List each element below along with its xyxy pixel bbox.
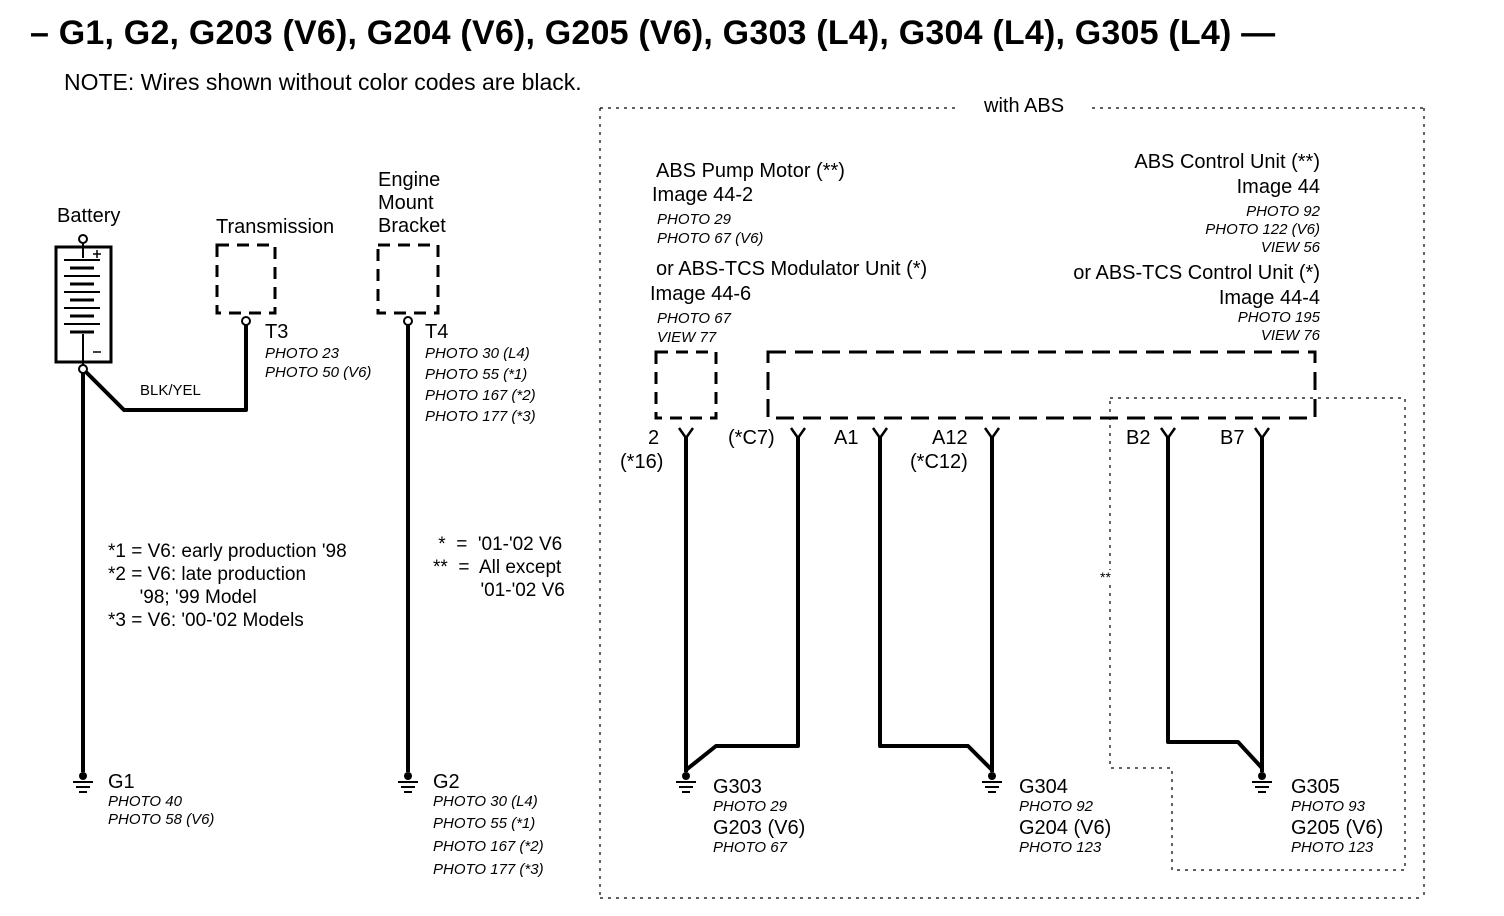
with-abs-label: with ABS	[980, 96, 1069, 116]
g2-photo: PHOTO 55 (*1)	[433, 815, 536, 832]
g2-photo: PHOTO 167 (*2)	[433, 838, 544, 855]
pin-c7-label: (*C7)	[728, 427, 775, 449]
tcs-control-photo: PHOTO 195	[1237, 309, 1320, 326]
abs-control-unit-image: Image 44	[1236, 176, 1320, 198]
engine-mount-label-line1: Engine	[378, 169, 441, 191]
g305-photo: PHOTO 93	[1291, 798, 1365, 815]
g204-photo: PHOTO 123	[1019, 839, 1102, 856]
color-note: NOTE: Wires shown without color codes ar…	[64, 69, 582, 95]
t3-label: T3	[265, 321, 289, 343]
pin-2-alt-label: (*16)	[620, 451, 664, 473]
t4-photo: PHOTO 55 (*1)	[425, 366, 528, 383]
ground-icon	[398, 772, 418, 793]
g1-photo: PHOTO 40	[108, 793, 182, 810]
battery-label: Battery	[57, 205, 121, 227]
transmission-box	[215, 243, 277, 326]
battery-symbol	[54, 234, 113, 374]
footnotes-mid: * = '01-'02 V6 ** = All except '01-'02 V…	[433, 534, 565, 601]
transmission-label: Transmission	[216, 216, 335, 238]
ground-icon	[1252, 772, 1272, 793]
t4-photo: PHOTO 167 (*2)	[425, 387, 536, 404]
abs-pump-motor-image: Image 44-2	[652, 184, 754, 206]
g303-label: G303	[713, 776, 762, 798]
g2-photo: PHOTO 177 (*3)	[433, 861, 544, 878]
abs-control-unit-label: ABS Control Unit (**)	[1134, 151, 1320, 173]
connector-terminals	[677, 427, 1271, 441]
with-abs-region	[599, 107, 1425, 899]
wire-color-label: BLK/YEL	[140, 382, 201, 399]
abs-pump-motor-box	[654, 350, 718, 420]
g303-photo: PHOTO 29	[713, 798, 787, 815]
g203-photo: PHOTO 67	[713, 839, 787, 856]
control-unit-photo: PHOTO 92	[1246, 203, 1320, 220]
abs-pump-photo: PHOTO 67 (V6)	[657, 230, 764, 247]
g304-label: G304	[1019, 776, 1068, 798]
g2-photo: PHOTO 30 (L4)	[433, 793, 538, 810]
ground-icon	[73, 772, 93, 793]
g1-label: G1	[108, 771, 135, 793]
g305-label: G305	[1291, 776, 1340, 798]
abs-tcs-modulator-image: Image 44-6	[650, 283, 752, 305]
g205-label: G205 (V6)	[1291, 817, 1384, 839]
ground-icon	[982, 772, 1002, 793]
abs-tcs-modulator-label: or ABS-TCS Modulator Unit (*)	[656, 258, 928, 280]
t3-photo: PHOTO 23	[265, 345, 339, 362]
abs-tcs-control-unit-image: Image 44-4	[1218, 287, 1320, 309]
abs-pump-motor-label: ABS Pump Motor (**)	[656, 160, 845, 182]
t4-photo: PHOTO 177 (*3)	[425, 408, 536, 425]
engine-mount-bracket-box	[376, 243, 440, 326]
engine-mount-label-line2: Mount	[378, 192, 434, 214]
control-unit-photo: PHOTO 122 (V6)	[1205, 221, 1320, 238]
footnotes-left: *1 = V6: early production '98 *2 = V6: l…	[108, 541, 347, 631]
g205-photo: PHOTO 123	[1291, 839, 1374, 856]
t4-photo: PHOTO 30 (L4)	[425, 345, 530, 362]
page-title: – G1, G2, G203 (V6), G204 (V6), G205 (V6…	[30, 14, 1276, 52]
t4-label: T4	[425, 321, 449, 343]
abs-pump-photo: PHOTO 29	[657, 211, 731, 228]
pin-b7-label: B7	[1220, 427, 1245, 449]
abs-tcs-control-unit-label: or ABS-TCS Control Unit (*)	[1073, 262, 1320, 284]
pin-a12-label: A12	[932, 427, 968, 449]
pin-2-label: 2	[648, 427, 660, 449]
all-except-region	[1109, 397, 1406, 871]
all-except-marker: **	[1100, 569, 1111, 585]
g1-photo: PHOTO 58 (V6)	[108, 811, 215, 828]
g304-photo: PHOTO 92	[1019, 798, 1093, 815]
wires	[81, 325, 1264, 772]
pin-a1-label: A1	[834, 427, 859, 449]
g204-label: G204 (V6)	[1019, 817, 1112, 839]
ground-icon	[676, 772, 696, 793]
modulator-photo: PHOTO 67	[657, 310, 731, 327]
pin-b2-label: B2	[1126, 427, 1151, 449]
modulator-view: VIEW 77	[657, 329, 717, 346]
engine-mount-label-line3: Bracket	[378, 215, 446, 237]
abs-control-unit-box	[766, 350, 1317, 420]
control-unit-view: VIEW 56	[1260, 239, 1320, 256]
t3-photo: PHOTO 50 (V6)	[265, 364, 372, 381]
ground-symbols	[73, 772, 1272, 793]
g203-label: G203 (V6)	[713, 817, 806, 839]
g2-label: G2	[433, 771, 460, 793]
pin-a12-alt-label: (*C12)	[910, 451, 968, 473]
tcs-control-view: VIEW 76	[1260, 327, 1320, 344]
